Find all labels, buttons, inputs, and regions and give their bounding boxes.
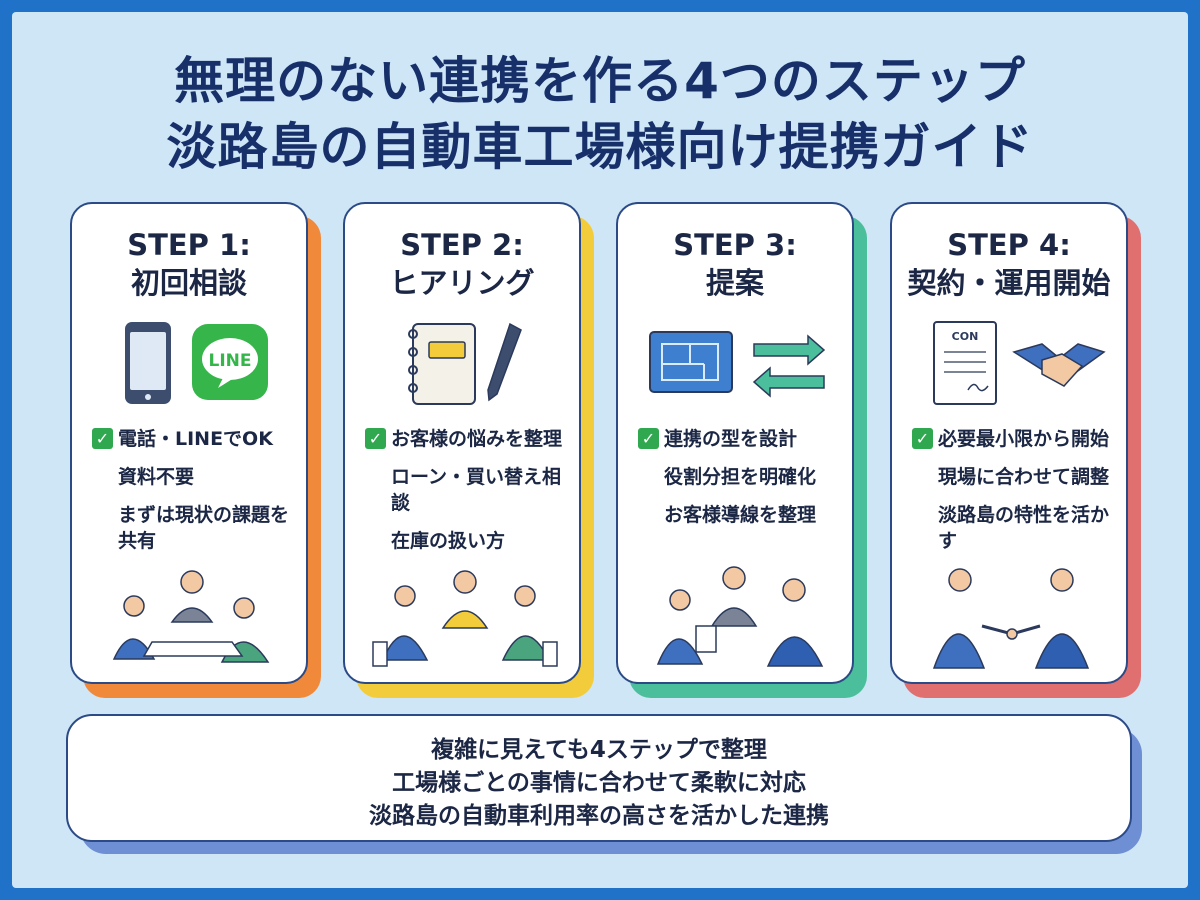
step-items: ✓電話・LINEでOK 資料不要 まずは現状の課題を共有 [92, 426, 304, 566]
blueprint-icon [649, 331, 733, 393]
step-name: 提案 [705, 266, 764, 300]
step-label: STEP 4: [947, 228, 1071, 262]
check-icon: ✓ [92, 428, 113, 449]
step-name: 契約・運用開始 [907, 266, 1111, 300]
list-item: まずは現状の課題を共有 [118, 504, 290, 552]
contract-doc-text: CON [952, 330, 979, 343]
step-label: STEP 1: [127, 228, 251, 262]
list-item: ✓お客様の悩みを整理 [365, 426, 577, 452]
line-logo-text: LINE [209, 351, 252, 371]
step-name: 初回相談 [130, 266, 247, 300]
list-item: 現場に合わせて調整 [938, 466, 1110, 488]
list-item: ✓連携の型を設計 [638, 426, 850, 452]
list-item: ✓必要最小限から開始 [912, 426, 1124, 452]
list-item: お客様導線を整理 [664, 504, 817, 526]
check-icon: ✓ [365, 428, 386, 449]
step-items: ✓お客様の悩みを整理 ローン・買い替え相談 在庫の扱い方 [365, 426, 577, 566]
step-label: STEP 3: [673, 228, 797, 262]
handshake-icon [1012, 343, 1106, 387]
hearing-illustration [365, 564, 565, 674]
step-items: ✓必要最小限から開始 現場に合わせて調整 淡路島の特性を活かす [912, 426, 1124, 566]
card-body: STEP 3: 提案 ✓連携の型を設計 役割分担を明確化 お客様導線を整理 [616, 202, 854, 684]
check-icon: ✓ [912, 428, 933, 449]
title-line-1: 無理のない連携を作る4つのステップ [174, 52, 1026, 110]
summary-line: 工場様ごとの事情に合わせて柔軟に対応 [392, 770, 806, 796]
meeting-illustration [92, 564, 292, 674]
check-icon: ✓ [638, 428, 659, 449]
contract-icon: CON [933, 321, 997, 405]
page-title: 無理のない連携を作る4つのステップ 淡路島の自動車工場様向け提携ガイド [0, 48, 1200, 180]
title-line-2: 淡路島の自動車工場様向け提携ガイド [166, 118, 1034, 176]
step-card-3: STEP 3: 提案 ✓連携の型を設計 役割分担を明確化 お客様導線を整理 [616, 202, 867, 698]
step-label: STEP 2: [400, 228, 524, 262]
list-item: ローン・買い替え相談 [391, 466, 562, 514]
pen-icon [487, 322, 522, 402]
card-body: STEP 1: 初回相談 LINE ✓電話・LINEでOK 資料不要 まず [70, 202, 308, 684]
notebook-icon [408, 323, 476, 405]
step-name: ヒアリング [389, 266, 535, 300]
summary-box: 複雑に見えても4ステップで整理 工場様ごとの事情に合わせて柔軟に対応 淡路島の自… [66, 714, 1132, 842]
step-items: ✓連携の型を設計 役割分担を明確化 お客様導線を整理 [638, 426, 850, 540]
line-app-icon: LINE [192, 324, 268, 400]
card-body: STEP 2: ヒアリング ✓お客様の悩みを整理 ローン・買い替え相談 [343, 202, 581, 684]
proposal-illustration [638, 564, 838, 674]
step-card-1: STEP 1: 初回相談 LINE ✓電話・LINEでOK 資料不要 まず [70, 202, 321, 698]
list-item: ✓電話・LINEでOK [92, 426, 304, 452]
list-item: 在庫の扱い方 [391, 530, 506, 552]
step-card-4: STEP 4: 契約・運用開始 CON ✓必要最小限か [890, 202, 1141, 698]
smartphone-icon [125, 322, 171, 404]
exchange-arrows-icon [752, 334, 826, 398]
step-card-2: STEP 2: ヒアリング ✓お客様の悩みを整理 ローン・買い替え相談 [343, 202, 594, 698]
card-body: STEP 4: 契約・運用開始 CON ✓必要最小限か [890, 202, 1128, 684]
summary-line: 淡路島の自動車利用率の高さを活かした連携 [369, 803, 829, 829]
list-item: 淡路島の特性を活かす [938, 504, 1110, 552]
handshake-illustration [912, 564, 1112, 674]
list-item: 資料不要 [118, 466, 195, 488]
summary-line: 複雑に見えても4ステップで整理 [431, 737, 767, 763]
list-item: 役割分担を明確化 [664, 466, 817, 488]
